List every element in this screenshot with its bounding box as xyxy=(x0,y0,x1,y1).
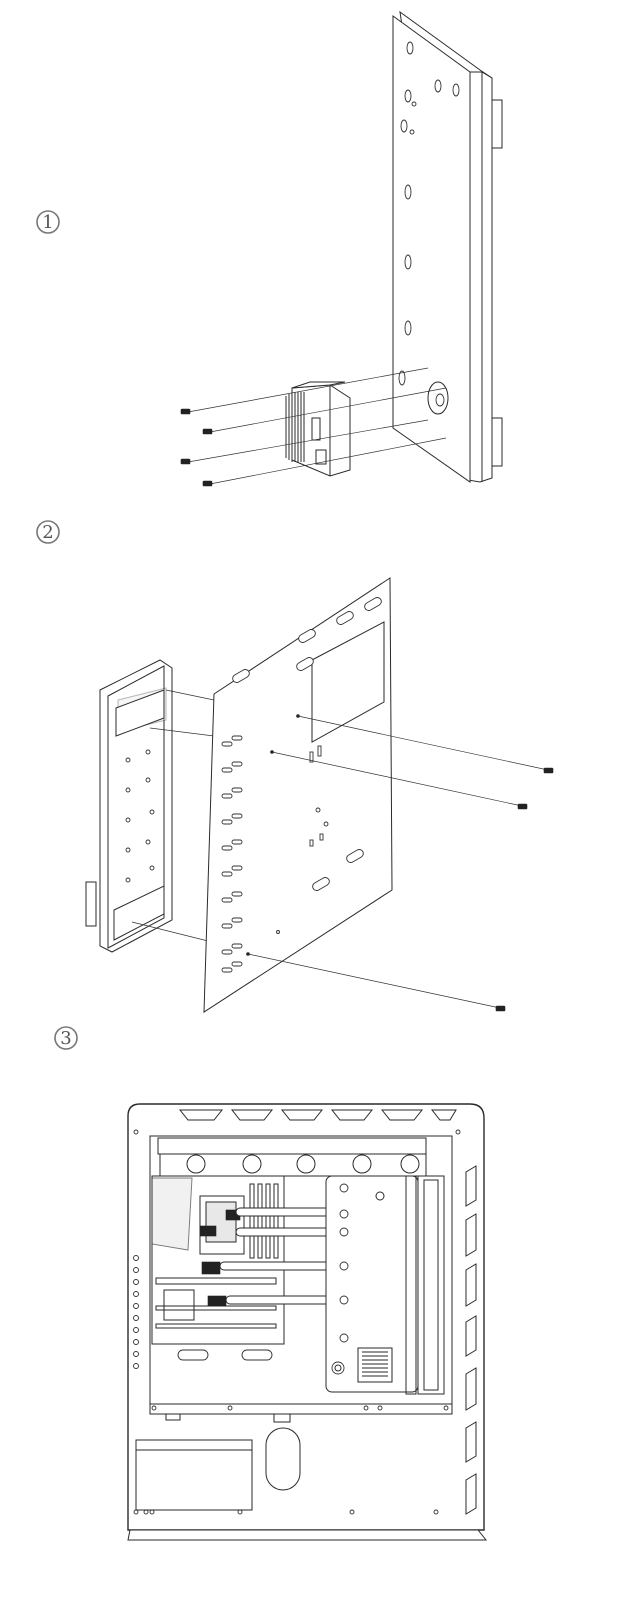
bracket-with-pump xyxy=(85,659,215,953)
pump-block xyxy=(285,381,351,477)
step-3-number: 3 xyxy=(60,1028,71,1049)
case-front-view xyxy=(127,1103,488,1541)
motherboard-tray xyxy=(203,577,393,1013)
step-2-screws xyxy=(247,715,554,1012)
pump-bracket-plate xyxy=(392,10,503,483)
step-1-marker: 1 xyxy=(36,210,60,234)
step-2-number: 2 xyxy=(42,522,53,543)
step-1-screws xyxy=(180,367,447,487)
step-1-number: 1 xyxy=(42,212,53,233)
step-3-marker: 3 xyxy=(54,1026,78,1050)
step-2-marker: 2 xyxy=(36,520,60,544)
